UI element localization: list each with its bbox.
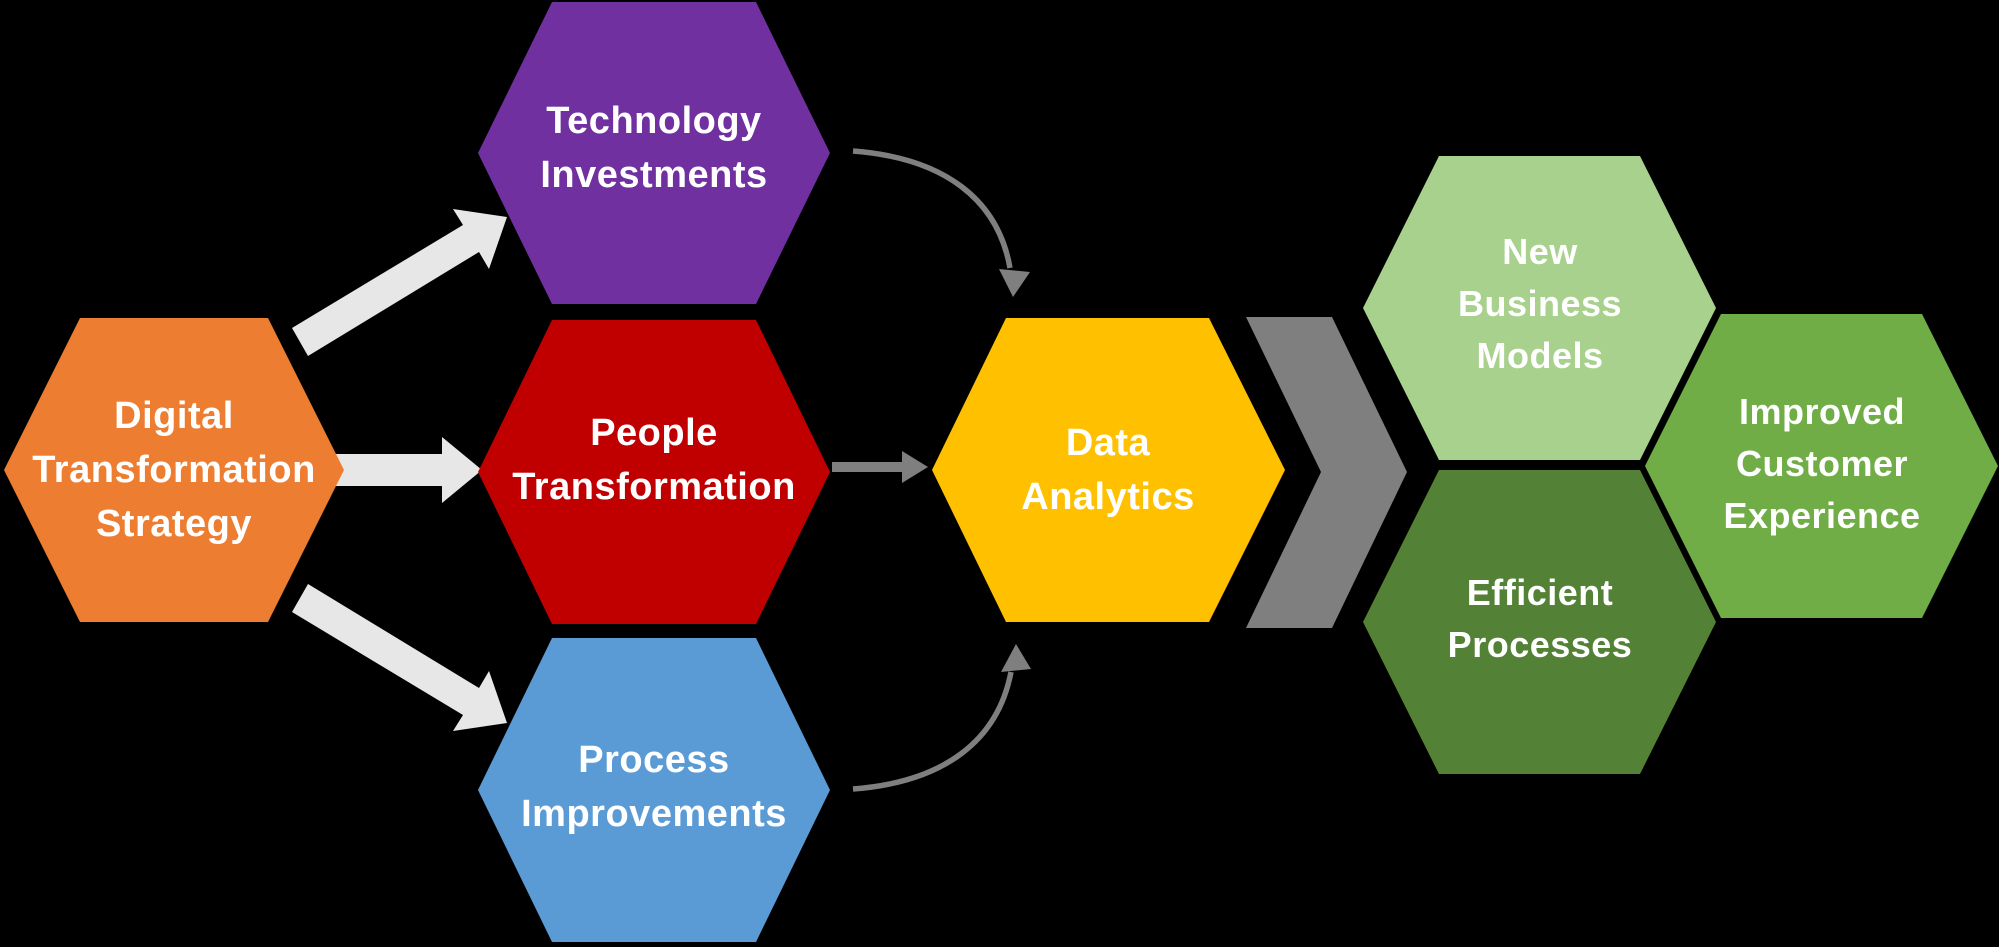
label-line: Transformation <box>512 466 796 508</box>
label-line: Improvements <box>521 793 787 835</box>
label-line: New <box>1502 231 1578 272</box>
label-technology-investments: Technology Investments <box>540 94 767 202</box>
label-line: Business <box>1457 283 1623 324</box>
label-line: Process <box>578 739 730 781</box>
label-line: Transformation <box>32 449 316 491</box>
hexagon-new-business-models <box>1363 156 1716 460</box>
label-improved-customer-experience: Improved Customer Experience <box>1723 386 1920 542</box>
hexagon-process-improvements <box>478 638 830 942</box>
arrow-people-to-data-analytics <box>832 451 928 483</box>
hexagon-people-transformation <box>478 320 830 624</box>
hexagons <box>4 2 1998 942</box>
label-line: People <box>590 412 718 454</box>
label-line: Customer <box>1735 443 1909 484</box>
arrow-process-to-data-analytics-curve <box>852 671 1014 792</box>
hexagon-efficient-processes <box>1363 470 1716 774</box>
arrow-technology-to-data-analytics-head <box>999 269 1030 297</box>
label-line: Data <box>1065 422 1151 464</box>
arrow-strategy-to-technology-investments <box>292 209 507 356</box>
label-line: Digital <box>114 395 234 437</box>
label-line: Analytics <box>1021 476 1195 518</box>
label-digital-transformation-strategy: Digital Transformation Strategy <box>32 389 316 551</box>
label-line: Efficient <box>1466 572 1614 613</box>
arrow-technology-to-data-analytics <box>852 148 1030 297</box>
label-data-analytics: Data Analytics <box>1021 416 1194 524</box>
label-line: Improved <box>1738 391 1906 432</box>
hexagon-technology-investments <box>478 2 830 304</box>
label-people-transformation: People Transformation <box>512 406 796 514</box>
hexagon-improved-customer-experience <box>1645 314 1998 618</box>
label-line: Experience <box>1723 495 1921 536</box>
label-line: Investments <box>540 154 768 196</box>
arrow-strategy-to-process-improvements <box>292 584 507 731</box>
arrow-process-to-data-analytics <box>852 644 1031 792</box>
label-process-improvements: Process Improvements <box>521 733 787 841</box>
label-new-business-models: New Business Models <box>1458 226 1622 382</box>
label-line: Strategy <box>95 503 253 545</box>
arrow-technology-to-data-analytics-curve <box>852 148 1013 269</box>
chevron-arrow <box>1246 317 1407 628</box>
hexagon-data-analytics <box>932 318 1285 622</box>
label-line: Technology <box>546 100 762 142</box>
label-efficient-processes: Efficient Processes <box>1448 567 1633 671</box>
arrow-strategy-to-people-transformation <box>320 437 482 503</box>
input-arrows <box>292 209 507 731</box>
hexagon-digital-transformation-strategy <box>4 318 344 622</box>
label-line: Models <box>1476 335 1604 376</box>
arrow-people-to-data-analytics-head <box>902 451 928 483</box>
arrow-process-to-data-analytics-head <box>1001 644 1031 672</box>
label-line: Processes <box>1447 624 1633 665</box>
flow-arrows <box>832 148 1031 792</box>
